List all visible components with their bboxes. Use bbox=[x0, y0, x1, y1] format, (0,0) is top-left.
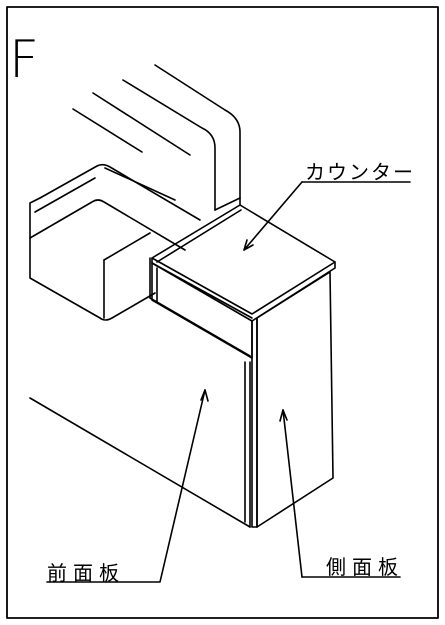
label-side-panel: 側面板 bbox=[326, 555, 404, 579]
leader-front-panel bbox=[46, 389, 209, 583]
label-front-panel: 前面板 bbox=[47, 561, 125, 585]
counter-top bbox=[151, 204, 336, 359]
leader-side-panel bbox=[279, 409, 401, 578]
leader-counter bbox=[243, 181, 411, 251]
background-desk-outline bbox=[29, 64, 241, 321]
sheet-letter: F bbox=[9, 30, 39, 90]
side-panel bbox=[251, 271, 334, 528]
label-counter: カウンター bbox=[305, 160, 415, 184]
drawing-frame bbox=[6, 6, 439, 619]
